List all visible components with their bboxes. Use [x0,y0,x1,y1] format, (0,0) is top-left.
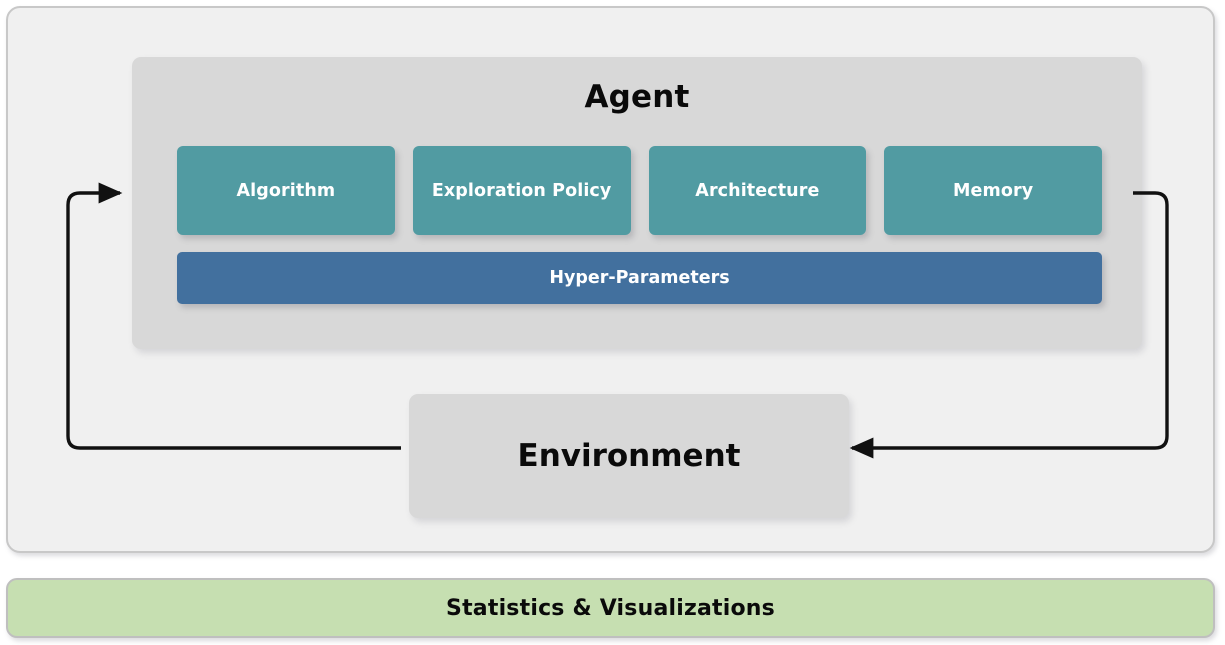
hyper-parameters-bar[interactable]: Hyper-Parameters [177,252,1102,304]
agent-component-exploration-policy[interactable]: Exploration Policy [412,146,631,235]
main-system-panel: Agent Algorithm Exploration Policy Archi… [6,6,1215,553]
environment-label: Environment [517,438,741,474]
statistics-visualizations-label: Statistics & Visualizations [446,595,775,621]
agent-component-label: Exploration Policy [431,180,612,201]
environment-box[interactable]: Environment [409,394,849,518]
agent-component-row: Algorithm Exploration Policy Architectur… [177,146,1102,235]
agent-component-algorithm[interactable]: Algorithm [177,146,395,235]
agent-component-label: Architecture [695,180,820,201]
agent-panel: Agent Algorithm Exploration Policy Archi… [132,57,1142,349]
agent-component-architecture[interactable]: Architecture [648,146,867,235]
agent-component-label: Memory [953,180,1034,201]
agent-component-label: Algorithm [236,180,336,201]
statistics-visualizations-bar[interactable]: Statistics & Visualizations [6,578,1215,638]
agent-title: Agent [584,79,690,115]
agent-component-memory[interactable]: Memory [884,146,1102,235]
hyper-parameters-label: Hyper-Parameters [549,268,730,288]
